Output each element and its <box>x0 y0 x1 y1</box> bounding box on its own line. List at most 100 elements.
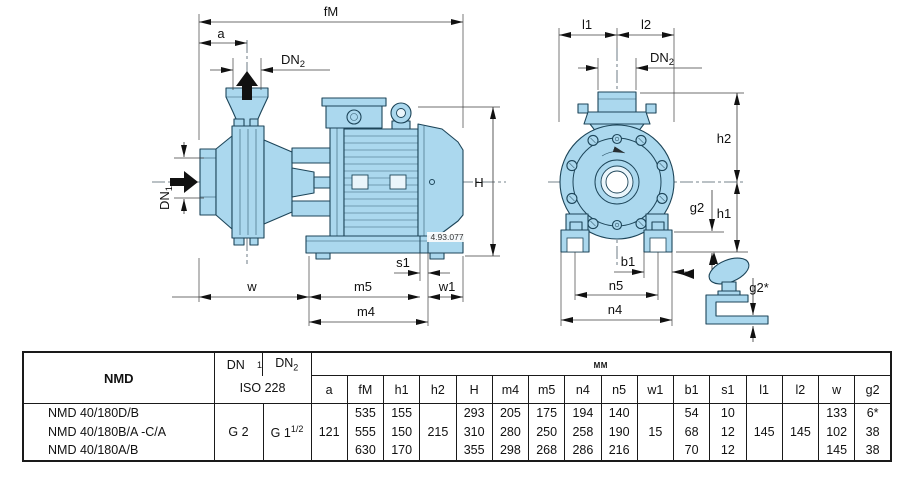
dim-value: 194 <box>572 406 594 421</box>
dim-value-column: 145 <box>781 403 820 462</box>
drawing-number: 4.93.077 <box>430 232 463 242</box>
dim-value <box>783 404 818 423</box>
dim-value: 216 <box>608 443 630 458</box>
dim-col-header: g2 <box>854 375 892 404</box>
dim-value: 268 <box>536 443 558 458</box>
dim-value <box>747 404 782 423</box>
dim-label-g2: g2 <box>690 200 704 215</box>
dim-value <box>420 441 455 460</box>
model-name: NMD 40/180B/A -C/A <box>48 424 167 439</box>
dim-label-m5: m5 <box>354 279 372 294</box>
dim-col-header: s1 <box>709 375 747 404</box>
dim-value: 250 <box>536 424 558 439</box>
dim-value: 190 <box>608 424 630 439</box>
dim-col-header: H <box>455 375 493 404</box>
dim-value: 70 <box>684 443 699 458</box>
pump-side-view: fM a DN2 DN1 H s1 w m5 w1 m4 4.93.077 <box>152 4 506 326</box>
dim-value <box>747 441 782 460</box>
dim-value: 38 <box>865 443 880 458</box>
dim-value <box>783 441 818 460</box>
dim-value: 12 <box>720 443 735 458</box>
dim-value: 145 <box>789 424 811 439</box>
dim-col-header: n4 <box>564 375 602 404</box>
dim-col-header: m4 <box>491 375 530 404</box>
dim-col-header: w <box>817 375 856 404</box>
dim-value <box>312 404 347 423</box>
flow-arrow-up-icon <box>236 71 258 100</box>
technical-drawing: fM a DN2 DN1 H s1 w m5 w1 m4 4.93.077 <box>152 4 769 342</box>
dim-value: 258 <box>572 424 594 439</box>
dim-value: 355 <box>463 443 485 458</box>
dim-value: 298 <box>499 443 521 458</box>
dim-value: 310 <box>463 424 485 439</box>
dim-col-header: b1 <box>672 375 711 404</box>
dim-label-dn1: DN1 <box>157 186 175 210</box>
dim-value: 175 <box>536 406 558 421</box>
dim-value <box>638 441 673 460</box>
dim-label-w: w <box>246 279 257 294</box>
dim-label-w1: w1 <box>438 279 456 294</box>
dim-value: 140 <box>608 406 630 421</box>
detail-arrow-up-icon <box>710 252 718 264</box>
model-name: NMD 40/180D/B <box>48 406 140 421</box>
dim-col-header: n5 <box>600 375 638 404</box>
dim-value: 54 <box>684 406 699 421</box>
dn1-value: G 2 <box>213 403 264 462</box>
dim-value: 215 <box>427 424 449 439</box>
dim-value: 205 <box>499 406 521 421</box>
pump-front-view: l1 l2 DN2 h2 g2 h1 b1 n5 n4 <box>548 17 748 326</box>
dim-col-header: h2 <box>419 375 457 404</box>
dim-value: 102 <box>826 424 848 439</box>
dim-label-b1: b1 <box>621 254 635 269</box>
dim-label-dn2-side: DN2 <box>281 52 305 70</box>
dim-value: 170 <box>391 443 413 458</box>
dim-value-column: 54 68 70 <box>672 403 711 462</box>
dim-value-column: 215 <box>419 403 457 462</box>
dim-value: 535 <box>354 406 376 421</box>
dim-label-l1: l1 <box>582 17 592 32</box>
dim-value <box>420 404 455 423</box>
dim-value-column: 205 280 298 <box>491 403 530 462</box>
dim-value: 133 <box>826 406 848 421</box>
iso-standard-label: ISO 228 <box>239 381 286 395</box>
dim-value <box>638 404 673 423</box>
detail-arrow-left-icon <box>681 269 694 279</box>
dim-col-header: fM <box>346 375 385 404</box>
dim-value-column: 121 <box>310 403 348 462</box>
dim-value-column: 293 310 355 <box>455 403 493 462</box>
dim-value: 555 <box>354 424 376 439</box>
dim-value-column: 15 <box>636 403 675 462</box>
dim-col-header: m5 <box>527 375 566 404</box>
dim-label-fm: fM <box>324 4 338 19</box>
dim-value <box>312 441 347 460</box>
dim-label-m4: m4 <box>357 304 375 319</box>
dim-value: 6* <box>866 406 879 421</box>
dim-value: 68 <box>684 424 699 439</box>
dim-label-h1: h1 <box>717 206 731 221</box>
model-column-header: NMD <box>22 351 215 404</box>
dim-col-header: l1 <box>745 375 783 404</box>
dim-label-a: a <box>217 26 225 41</box>
dim-value: 280 <box>499 424 521 439</box>
dim-label-n4: n4 <box>608 302 622 317</box>
dim-label-l2: l2 <box>641 17 651 32</box>
dim-label-s1: s1 <box>396 255 410 270</box>
dn2-value: G 11/2 <box>262 403 312 462</box>
dim-value: 10 <box>720 406 735 421</box>
dim-col-header: w1 <box>636 375 675 404</box>
dim-value: 150 <box>391 424 413 439</box>
dim-value: 293 <box>463 406 485 421</box>
rotation-arrow-icon <box>601 146 626 157</box>
mm-units-header: mm <box>310 351 892 376</box>
dim-value: 15 <box>648 424 663 439</box>
